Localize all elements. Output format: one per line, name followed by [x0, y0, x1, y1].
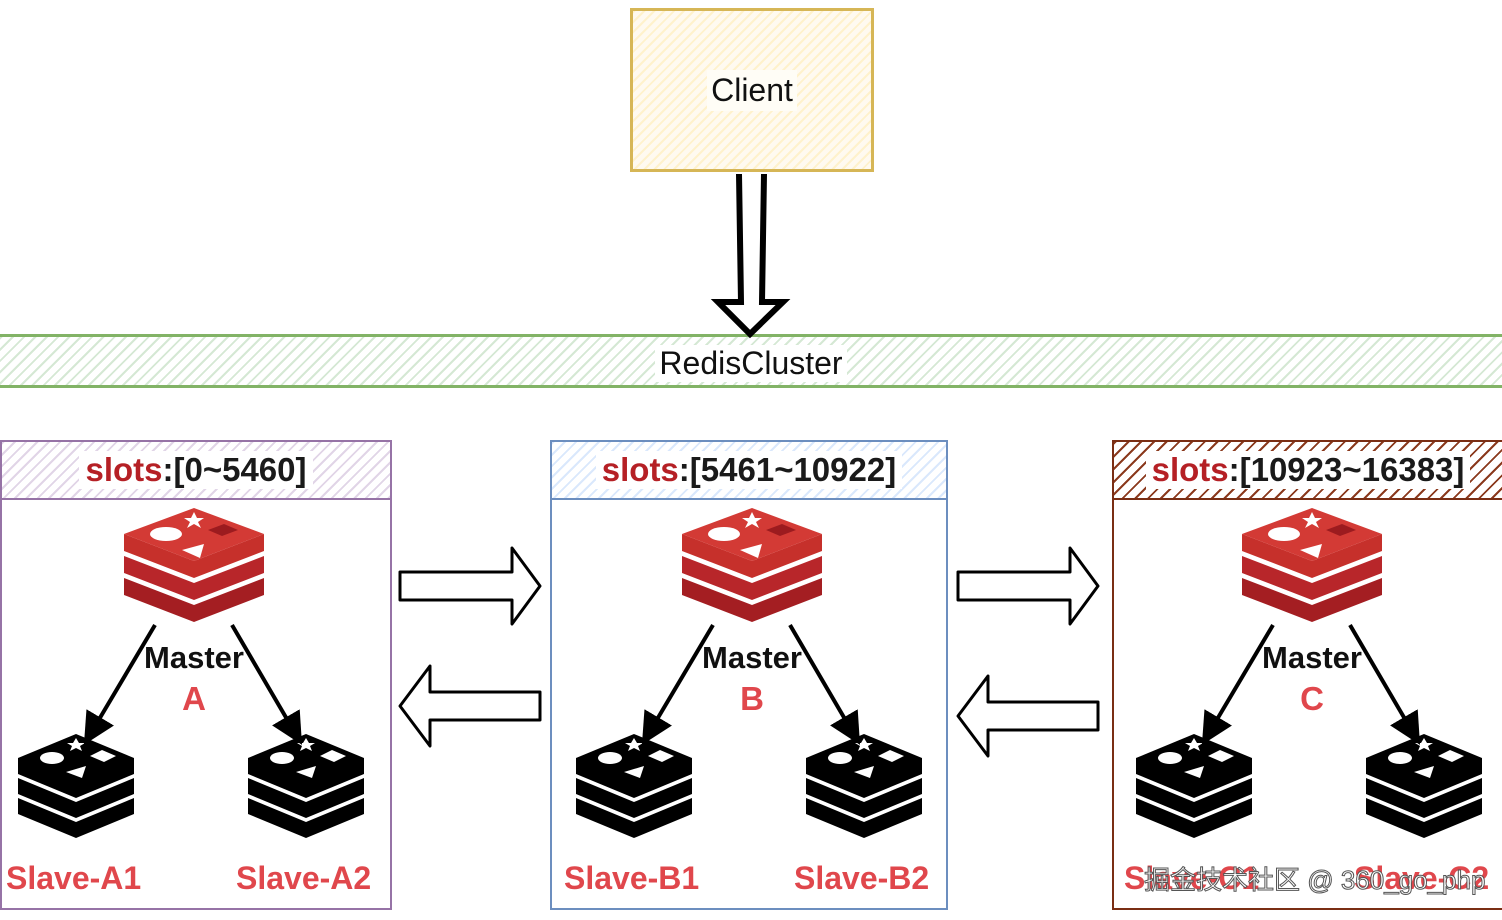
shard-group-b: slots:[5461~10922]	[550, 440, 948, 910]
slots-range: :[0~5460]	[162, 451, 307, 488]
slots-header-c: slots:[10923~16383]	[1112, 440, 1502, 500]
cluster-label: RedisCluster	[655, 344, 847, 382]
slave-c1-label: Slave-C1	[1124, 860, 1260, 896]
slave-a1-icon	[18, 734, 134, 838]
client-label: Client	[707, 69, 797, 111]
master-b-icon	[682, 508, 822, 622]
slave-b1-icon	[576, 734, 692, 838]
master-a-to-slave-a2-line	[230, 623, 303, 745]
slots-keyword: slots	[85, 451, 163, 488]
slave-a2-icon	[248, 734, 364, 838]
slave-b1-label: Slave-B1	[564, 860, 700, 896]
master-c-icon	[1242, 508, 1382, 622]
slots-keyword: slots	[1151, 451, 1229, 488]
master-a-label: Master	[144, 640, 244, 675]
slave-c2-label: Slave-C2	[1354, 860, 1490, 896]
master-b-to-slave-b2-line	[788, 623, 861, 745]
master-c-to-slave-c2-line	[1348, 623, 1421, 745]
slots-header-b: slots:[5461~10922]	[550, 440, 948, 500]
shard-group-a: slots:[0~5460]	[0, 440, 392, 910]
watermark: 掘金技术社区 @ 360_go_php	[1143, 865, 1486, 896]
slave-c2-icon	[1366, 734, 1482, 838]
slave-b2-icon	[806, 734, 922, 838]
slots-range: :[10923~16383]	[1228, 451, 1465, 488]
slave-a2-label: Slave-A2	[236, 860, 372, 896]
shard-group-c: slots:[10923~16383]	[1112, 440, 1502, 910]
master-a-letter: A	[182, 680, 206, 717]
master-b-label: Master	[702, 640, 802, 675]
arrow-c-to-b	[956, 674, 1100, 758]
slave-c1-icon	[1136, 734, 1252, 838]
master-c-to-slave-c1-line	[1201, 623, 1275, 745]
master-c-label: Master	[1262, 640, 1362, 675]
master-b-letter: B	[740, 680, 764, 717]
slave-a1-label: Slave-A1	[6, 860, 142, 896]
slave-b2-label: Slave-B2	[794, 860, 930, 896]
arrow-b-to-a	[398, 664, 542, 748]
slots-header-a: slots:[0~5460]	[0, 440, 392, 500]
master-a-to-slave-a1-line	[83, 623, 157, 745]
master-a-icon	[124, 508, 264, 622]
master-c-letter: C	[1300, 680, 1324, 717]
arrow-b-to-c	[956, 546, 1100, 626]
client-to-cluster-arrow	[710, 173, 791, 339]
arrow-a-to-b	[398, 546, 542, 626]
master-b-to-slave-b1-line	[641, 623, 715, 745]
slots-range: :[5461~10922]	[678, 451, 897, 488]
slots-keyword: slots	[601, 451, 679, 488]
client-node: Client	[630, 8, 874, 172]
